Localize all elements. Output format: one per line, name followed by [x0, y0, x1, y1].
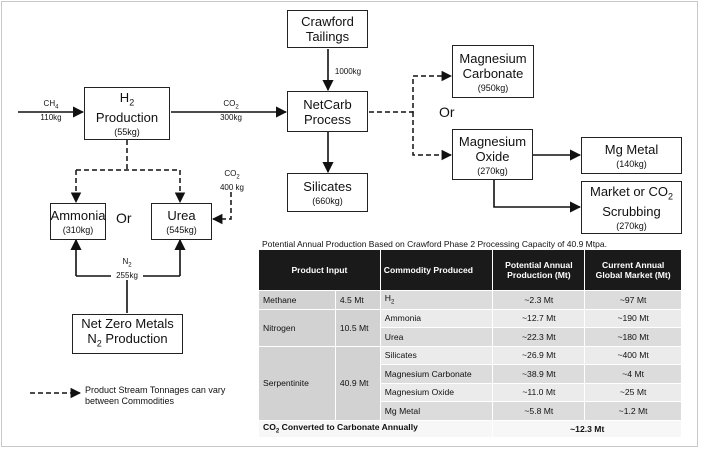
h2-production-mass: (55kg) [114, 127, 140, 138]
ammonia-mass: (310kg) [62, 225, 94, 235]
input-cell: Nitrogen [258, 308, 336, 347]
tailings-flow-label: 1000kg [334, 67, 362, 76]
market-cell: ~400 Mt [584, 345, 682, 365]
header-commodity-produced: Commodity Produced [379, 249, 494, 291]
table-total-row: CO2 Converted to Carbonate Annually ~12.… [257, 419, 682, 438]
n2-flow-label: N2 255kg [111, 257, 143, 280]
commodity-cell: Silicates [379, 345, 494, 365]
commodity-cell: H2 [379, 290, 494, 310]
dashed-co2-to-urea [211, 192, 232, 225]
dashed-netcarb-to-mgcarb [369, 70, 453, 113]
market-cell: ~190 Mt [584, 308, 682, 328]
input-cell: Serpentinite [258, 345, 336, 421]
table-row: Serpentinite 40.9 Mt Silicates ~26.9 Mt … [258, 345, 682, 421]
ch4-flow-label: CH4 110kg [40, 99, 62, 122]
co2-urea-flow-label: CO2 400 kg [219, 169, 245, 192]
market-co2-scrubbing-title-line2: Scrubbing [602, 204, 661, 220]
or-label-fertilisers: Or [116, 210, 132, 226]
market-co2-scrubbing-title: Market or CO2 [589, 183, 674, 202]
production-cell: ~2.3 Mt [492, 290, 586, 310]
net-zero-metals-box: Net Zero Metals N2 Production [72, 314, 183, 354]
table-row: Magnesium Oxide ~11.0 Mt ~25 Mt [259, 382, 682, 402]
ammonia-box: Ammonia (310kg) [50, 203, 106, 240]
table-row: Methane 4.5 Mt H2 ~2.3 Mt ~97 Mt [258, 290, 682, 310]
crawford-tailings-box: Crawford Tailings [287, 10, 368, 48]
urea-mass: (545kg) [166, 225, 197, 235]
production-table: Product Input Commodity Produced Potenti… [257, 249, 682, 438]
n2-production-title: N2 Production [87, 331, 168, 349]
mg-metal-mass: (140kg) [616, 159, 647, 169]
header-product-input: Product Input [258, 249, 381, 291]
arrow-mgo-to-market [493, 180, 582, 213]
market-cell: ~1.2 Mt [584, 401, 682, 421]
production-cell: ~22.3 Mt [492, 327, 586, 347]
market-cell: ~180 Mt [584, 327, 682, 347]
netcarb-process-box: NetCarb Process [287, 91, 368, 132]
netcarb-process-title: NetCarb Process [303, 96, 352, 127]
input-amount-cell: 4.5 Mt [334, 290, 381, 310]
net-zero-metals-title: Net Zero Metals [81, 316, 174, 332]
ammonia-title: Ammonia [50, 208, 106, 223]
mg-metal-title: Mg Metal [604, 142, 659, 157]
mg-metal-box: Mg Metal (140kg) [581, 137, 682, 174]
dashed-netcarb-to-mgo [412, 112, 453, 161]
h2-production-box: H2 Production (55kg) [84, 87, 170, 140]
commodity-cell: Urea [379, 327, 494, 347]
header-global-market: Current Annual Global Market (Mt) [584, 249, 682, 291]
crawford-tailings-title: Crawford Tailings [301, 14, 354, 44]
commodity-cell: Magnesium Carbonate [379, 364, 494, 384]
total-label-cell: CO2 Converted to Carbonate Annually [257, 419, 494, 438]
commodity-cell: Mg Metal [379, 401, 494, 421]
silicates-title: Silicates [303, 179, 352, 194]
h2-production-title-line2: Production [95, 110, 159, 126]
input-amount-cell: 10.5 Mt [334, 308, 381, 347]
commodity-cell: Magnesium Oxide [379, 382, 494, 402]
magnesium-carbonate-box: Magnesium Carbonate (950kg) [452, 45, 534, 98]
table-header-row: Product Input Commodity Produced Potenti… [258, 249, 682, 291]
legend-text: Product Stream Tonnages can vary between… [85, 385, 226, 406]
commodity-cell: Ammonia [379, 308, 494, 328]
market-co2-scrubbing-mass: (270kg) [616, 221, 647, 232]
total-value-cell: ~12.3 Mt [492, 419, 682, 438]
input-cell: Methane [258, 290, 336, 310]
table-row: Magnesium Carbonate ~38.9 Mt ~4 Mt [259, 364, 682, 384]
urea-title: Urea [167, 208, 196, 223]
input-amount-cell: 40.9 Mt [334, 345, 381, 421]
production-cell: ~26.9 Mt [492, 345, 586, 365]
market-cell: ~97 Mt [584, 290, 682, 310]
table-row: Urea ~22.3 Mt ~180 Mt [259, 327, 682, 347]
production-cell: ~12.7 Mt [492, 308, 586, 328]
co2-flow-label: CO2 300kg [220, 99, 242, 122]
magnesium-carbonate-title: Magnesium Carbonate [459, 50, 527, 81]
table-caption: Potential Annual Production Based on Cra… [262, 239, 607, 249]
market-cell: ~4 Mt [584, 364, 682, 384]
table-row: Nitrogen 10.5 Mt Ammonia ~12.7 Mt ~190 M… [258, 308, 682, 347]
magnesium-oxide-title: Magnesium Oxide [458, 133, 527, 164]
market-co2-scrubbing-box: Market or CO2 Scrubbing (270kg) [581, 181, 682, 234]
silicates-box: Silicates (660kg) [287, 173, 368, 212]
table-row: Mg Metal ~5.8 Mt ~1.2 Mt [259, 401, 682, 421]
silicates-mass: (660kg) [312, 196, 343, 206]
urea-box: Urea (545kg) [151, 203, 212, 240]
or-label-mg-products: Or [439, 104, 455, 120]
production-cell: ~5.8 Mt [492, 401, 586, 421]
market-cell: ~25 Mt [584, 382, 682, 402]
header-potential-production: Potential Annual Production (Mt) [492, 249, 586, 291]
production-cell: ~38.9 Mt [492, 364, 586, 384]
magnesium-oxide-mass: (270kg) [477, 165, 508, 176]
magnesium-oxide-box: Magnesium Oxide (270kg) [452, 129, 533, 180]
h2-production-title: H2 [119, 89, 135, 108]
magnesium-carbonate-mass: (950kg) [477, 82, 509, 93]
production-cell: ~11.0 Mt [492, 382, 586, 402]
